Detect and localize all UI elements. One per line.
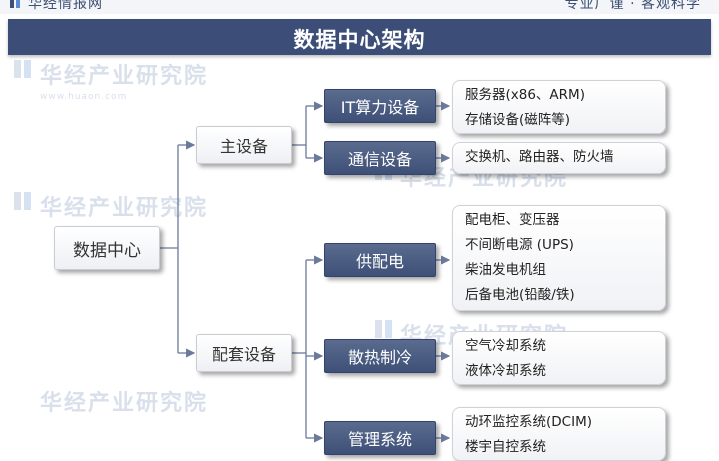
node-main-equipment: 主设备: [196, 126, 292, 164]
list-item: 不间断电源 (UPS): [465, 237, 574, 253]
watermark-logo-icon: [14, 192, 31, 210]
watermark-logo-icon: [375, 320, 392, 338]
leaf-cooling: 空气冷却系统 液体冷却系统: [452, 331, 666, 385]
leaf-comm-equipment: 交换机、路由器、防火墙: [452, 142, 666, 174]
list-item: 空气冷却系统: [465, 338, 546, 354]
brand-slogan: 专业广谨 · 客观科学: [564, 0, 701, 12]
list-item: 交换机、路由器、防火墙: [465, 149, 614, 165]
title-bar: 数据中心架构: [8, 19, 711, 55]
node-root: 数据中心: [54, 226, 160, 270]
list-item: 液体冷却系统: [465, 363, 546, 379]
node-cooling: 散热制冷: [324, 339, 436, 373]
node-support-equipment: 配套设备: [196, 334, 292, 372]
list-item: 服务器(x86、ARM): [465, 87, 585, 103]
node-management: 管理系统: [324, 421, 436, 455]
list-item: 存储设备(磁阵等): [465, 112, 571, 128]
page-title: 数据中心架构: [293, 28, 426, 52]
list-item: 楼宇自控系统: [465, 439, 546, 455]
list-item: 后备电池(铅酸/铁): [465, 287, 575, 303]
top-header-strip: 华经情报网 专业广谨 · 客观科学: [0, 0, 719, 14]
brand-name: 华经情报网: [28, 0, 103, 12]
tree-connectors: [160, 101, 451, 443]
leaf-it-equipment: 服务器(x86、ARM) 存储设备(磁阵等): [452, 80, 666, 134]
list-item: 配电柜、变压器: [465, 212, 560, 228]
watermark-url: www.huaon.com: [40, 92, 128, 102]
brand-logo-icon: [10, 0, 20, 8]
leaf-management: 动环监控系统(DCIM) 楼宇自控系统: [452, 407, 666, 461]
node-power-supply: 供配电: [324, 243, 436, 277]
watermark-text: 华经产业研究院: [40, 391, 209, 416]
list-item: 柴油发电机组: [465, 262, 546, 278]
leaf-power-supply: 配电柜、变压器 不间断电源 (UPS) 柴油发电机组 后备电池(铅酸/铁): [452, 205, 666, 311]
node-it-equipment: IT算力设备: [324, 89, 436, 123]
list-item: 动环监控系统(DCIM): [465, 414, 592, 430]
watermark-logo-icon: [14, 60, 31, 78]
watermark-text: 华经产业研究院: [40, 64, 209, 89]
node-comm-equipment: 通信设备: [324, 141, 436, 175]
